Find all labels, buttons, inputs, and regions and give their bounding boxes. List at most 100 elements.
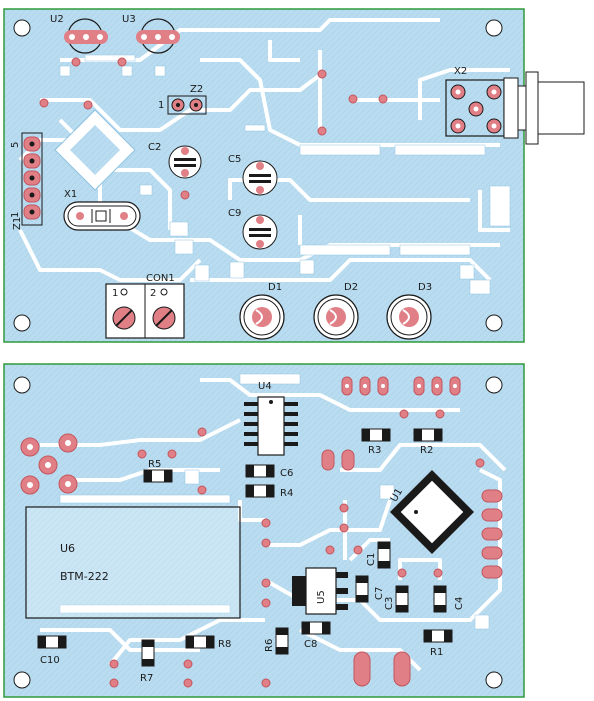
c9-capacitor: C9 [228, 208, 278, 250]
top-mounting-holes [13, 19, 503, 332]
bottom-smd-pad-rows [59, 373, 490, 630]
antenna-pads [20, 433, 78, 495]
via [197, 427, 207, 437]
r1-resistor: R1 [423, 629, 453, 658]
c3-capacitor: C3 [384, 585, 409, 613]
c9-label: C9 [228, 208, 241, 219]
u3-label: U3 [122, 14, 136, 25]
c6-label: C6 [280, 468, 293, 479]
via [325, 545, 335, 555]
via [397, 568, 407, 578]
z2-label: Z2 [190, 84, 203, 95]
u2-label: U2 [50, 14, 64, 25]
x2-label: X2 [454, 66, 467, 77]
via [378, 94, 388, 104]
c2-capacitor: C2 [148, 142, 202, 179]
z2-header: Z2 1 [158, 84, 207, 115]
via [353, 545, 363, 555]
top-qfp-footprint [54, 109, 136, 191]
top-smd-pad-rows [59, 54, 511, 295]
via [261, 598, 271, 608]
r4-resistor: R4 [245, 484, 293, 499]
z1-header: 5 1 Z1 [10, 132, 43, 230]
u5-label: U5 [316, 590, 327, 604]
via [117, 57, 127, 67]
via [261, 538, 271, 548]
d1-led: D1 [239, 282, 285, 340]
r7-resistor: R7 [140, 639, 155, 684]
r8-resistor: R8 [185, 635, 231, 650]
via [137, 449, 147, 459]
c3-label: C3 [384, 597, 395, 610]
via [261, 678, 271, 688]
r8-label: R8 [218, 639, 231, 650]
c1-label: C1 [366, 553, 377, 566]
via [183, 678, 193, 688]
bottom-vias [109, 409, 485, 688]
z2-pin1-label: 1 [158, 100, 164, 111]
d3-led: D3 [386, 282, 432, 340]
u4-ic: U4 [244, 381, 298, 456]
x1-label: X1 [64, 189, 77, 200]
mounting-hole [485, 19, 503, 37]
c1-capacitor: C1 [366, 541, 391, 569]
via [109, 678, 119, 688]
mounting-hole [13, 19, 31, 37]
r3-label: R3 [368, 445, 381, 456]
z1-pin1-label: 1 [10, 212, 21, 218]
via [83, 100, 93, 110]
c10-capacitor: C10 [37, 635, 67, 666]
right-connector-pads [481, 489, 503, 579]
via [183, 659, 193, 669]
mounting-hole [13, 671, 31, 689]
x2-connector: X2 [445, 66, 585, 145]
z1-label: Z1 [12, 217, 23, 230]
d2-label: D2 [344, 282, 358, 293]
r4-label: R4 [280, 488, 293, 499]
bottom-mounting-holes [13, 376, 503, 689]
d1-label: D1 [268, 282, 282, 293]
via [475, 458, 485, 468]
via [39, 98, 49, 108]
r3-resistor: R3 [361, 428, 391, 456]
bottom-header-pad-holes [345, 384, 457, 388]
c7-capacitor: C7 [355, 575, 385, 603]
c8-label: C8 [304, 639, 317, 650]
z1-pin5-label: 5 [10, 142, 21, 148]
c8-capacitor: C8 [301, 621, 331, 650]
mounting-hole [485, 376, 503, 394]
con1-pin2-label: 2 [150, 288, 156, 299]
u2-component: U2 [50, 14, 108, 54]
r6-label: R6 [264, 639, 275, 652]
c4-capacitor: C4 [433, 585, 465, 613]
via [197, 485, 207, 495]
x1-crystal: X1 [63, 189, 141, 231]
c5-capacitor: C5 [228, 154, 278, 196]
u5-regulator: U5 [292, 567, 348, 615]
via [261, 578, 271, 588]
via [348, 94, 358, 104]
via [109, 659, 119, 669]
bottom-board: U4 C6 R4 R5 R3 R2 [3, 363, 525, 698]
top-board: U2 U3 Z2 1 [3, 8, 585, 343]
via [71, 57, 81, 67]
u6-label: U6 [60, 542, 75, 555]
via [339, 523, 349, 533]
module-label: BTM-222 [60, 570, 109, 583]
via [167, 449, 177, 459]
u1-microcontroller: U1 [389, 470, 474, 554]
via [339, 503, 349, 513]
con1-pin1-label: 1 [112, 288, 118, 299]
r6-resistor: R6 [264, 627, 289, 655]
r2-label: R2 [420, 445, 433, 456]
bottom-header-pads [321, 376, 461, 471]
via [435, 409, 445, 419]
via [261, 518, 271, 528]
con1-label: CON1 [146, 273, 175, 284]
c10-label: C10 [40, 655, 60, 666]
r1-label: R1 [430, 647, 443, 658]
mounting-hole [485, 314, 503, 332]
r7-label: R7 [140, 673, 153, 684]
d3-label: D3 [418, 282, 432, 293]
